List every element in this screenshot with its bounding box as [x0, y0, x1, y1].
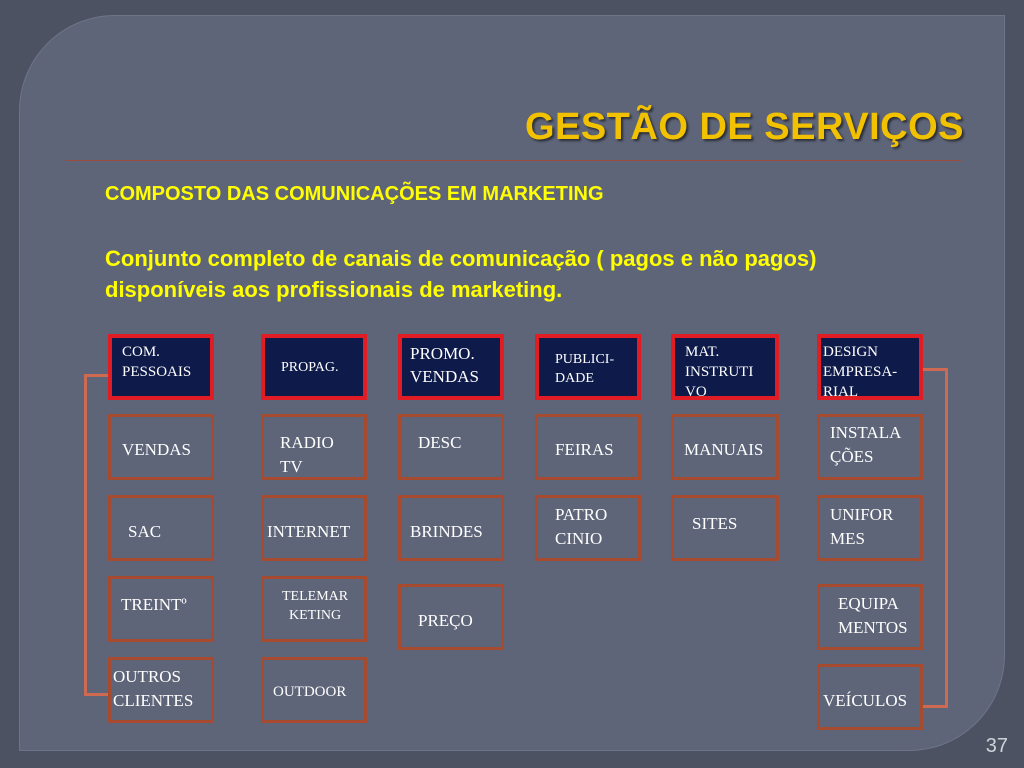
item-uniformes: UNIFOR MES	[817, 495, 923, 561]
item-telemarketing: TELEMAR KETING	[261, 576, 367, 642]
item-patrocinio: PATRO CINIO	[535, 495, 641, 561]
right-bracket-connector	[922, 368, 948, 708]
page-number: 37	[985, 735, 1008, 757]
item-internet: INTERNET	[261, 495, 367, 561]
item-vendas: VENDAS	[108, 414, 214, 480]
left-bracket-connector	[84, 374, 110, 696]
item-sac: SAC	[108, 495, 214, 561]
slide-title: GESTÃO DE SERVIÇOS	[524, 106, 964, 148]
header-com-pessoais: COM. PESSOAIS	[108, 334, 214, 400]
description-line-2: disponíveis aos profissionais de marketi…	[105, 277, 563, 302]
item-preco: PREÇO	[398, 584, 504, 650]
item-radio-tv: RADIO TV	[261, 414, 367, 480]
item-instalacoes: INSTALA ÇÕES	[817, 414, 923, 480]
header-design-empresarial: DESIGN EMPRESA- RIAL	[817, 334, 923, 400]
item-desc: DESC	[398, 414, 504, 480]
item-veiculos: VEÍCULOS	[817, 664, 923, 730]
item-sites: SITES	[671, 495, 779, 561]
item-equipamentos: EQUIPA MENTOS	[817, 584, 923, 650]
item-treint: TREINTº	[108, 576, 214, 642]
header-propag: PROPAG.	[261, 334, 367, 400]
item-outdoor: OUTDOOR	[261, 657, 367, 723]
description-line-1: Conjunto completo de canais de comunicaç…	[105, 246, 817, 271]
slide-description: Conjunto completo de canais de comunicaç…	[105, 243, 816, 305]
item-brindes: BRINDES	[398, 495, 504, 561]
item-manuais: MANUAIS	[671, 414, 779, 480]
item-outros-clientes: OUTROS CLIENTES	[108, 657, 214, 723]
title-divider	[66, 160, 962, 161]
slide-subtitle: COMPOSTO DAS COMUNICAÇÕES EM MARKETING	[105, 183, 604, 205]
item-feiras: FEIRAS	[535, 414, 641, 480]
header-promo-vendas: PROMO. VENDAS	[398, 334, 504, 400]
header-mat-instrutivo: MAT. INSTRUTI VO	[671, 334, 779, 400]
header-publicidade: PUBLICI- DADE	[535, 334, 641, 400]
